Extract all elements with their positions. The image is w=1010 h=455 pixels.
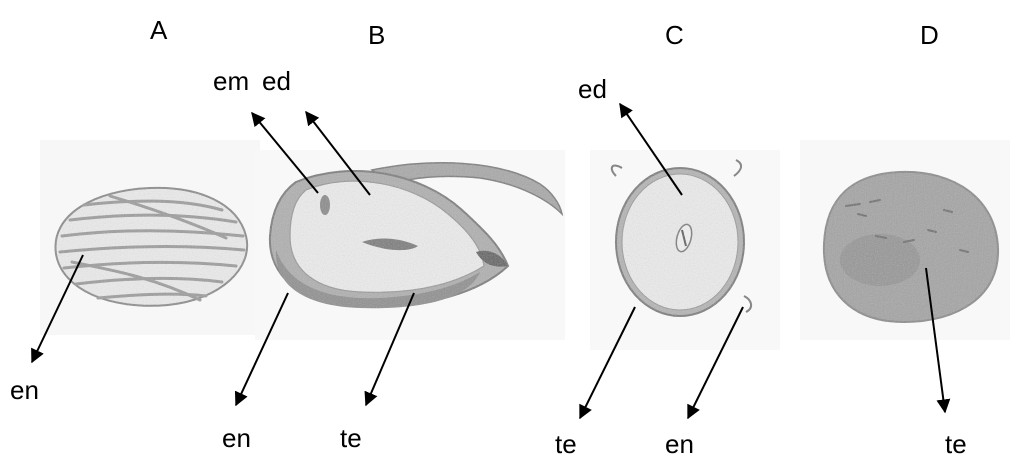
panel-label-c: C <box>665 22 684 48</box>
callout-b-en: en <box>222 425 251 451</box>
seed-d-drawing <box>824 172 998 322</box>
panel-label-b: B <box>368 22 385 48</box>
callout-d-te: te <box>945 431 967 455</box>
seed-b-embryo <box>320 195 330 215</box>
seed-a-drawing <box>55 188 247 306</box>
callout-a-en: en <box>10 377 39 403</box>
panel-label-a: A <box>150 17 167 43</box>
callout-c-en: en <box>665 431 694 455</box>
callout-b-em: em <box>213 68 249 94</box>
callout-b-te: te <box>340 425 362 451</box>
panel-label-d: D <box>920 22 939 48</box>
callout-c-ed: ed <box>578 76 607 102</box>
callout-b-ed: ed <box>262 68 291 94</box>
callout-c-te: te <box>555 431 577 455</box>
